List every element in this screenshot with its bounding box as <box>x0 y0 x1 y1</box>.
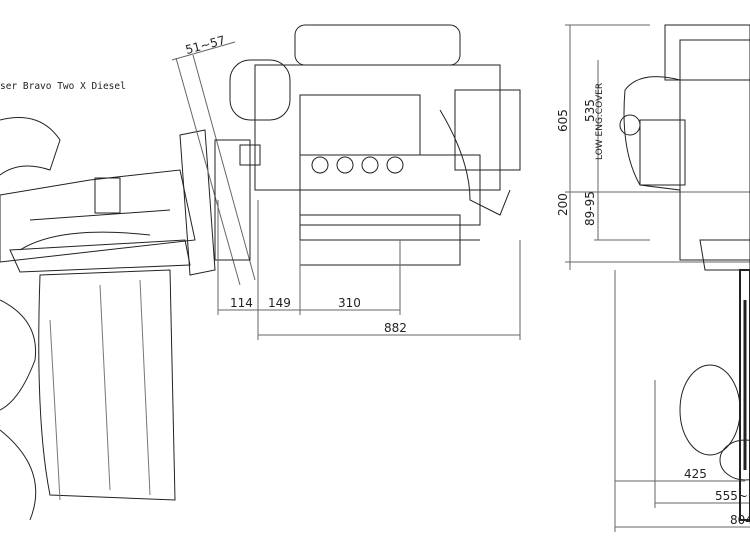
stern-drive-side-view <box>0 117 216 521</box>
low-eng-cover-label: LOW ENG.COVER <box>595 82 605 160</box>
dim-555: 555~6 <box>715 489 750 503</box>
dim-882: 882 <box>384 321 407 335</box>
dim-149: 149 <box>268 296 291 310</box>
dim-425: 425 <box>684 467 707 481</box>
dim-89-95: 89-95 <box>583 191 597 226</box>
dimension-lines <box>217 24 750 532</box>
dim-200: 200 <box>556 193 570 216</box>
engine-rear-view <box>619 24 750 521</box>
dim-114: 114 <box>230 296 253 310</box>
dim-310: 310 <box>338 296 361 310</box>
engine-side-view <box>214 24 521 266</box>
dim-605: 605 <box>556 109 570 132</box>
dim-804: 804 <box>730 513 750 527</box>
drawing-title: ser Bravo Two X Diesel <box>0 81 126 92</box>
angle-dimension <box>171 41 256 286</box>
